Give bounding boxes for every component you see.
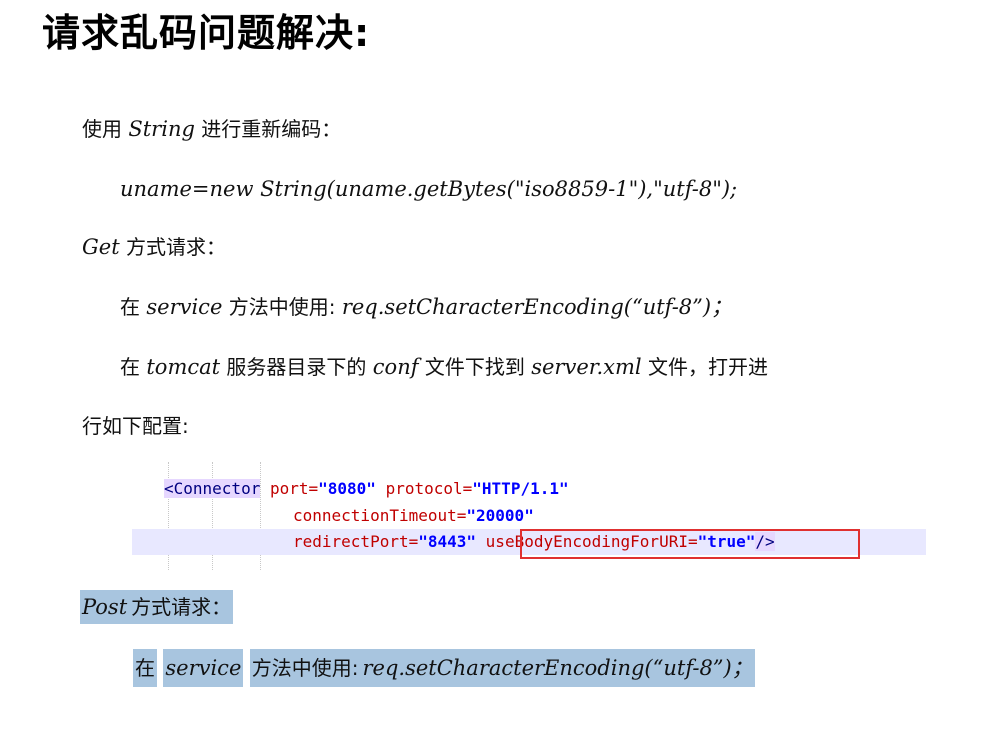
item-middle: 方法中使用:	[222, 295, 342, 319]
tomcat-keyword: tomcat	[146, 355, 221, 379]
post-request-heading: Post 方式请求：	[80, 590, 234, 624]
indent-guide	[168, 462, 169, 570]
item-prefix: 在	[120, 355, 147, 379]
page-title: 请求乱码问题解决:	[42, 11, 371, 55]
heading-suffix: 进行重新编码：	[194, 117, 342, 141]
string-keyword: String	[128, 117, 195, 141]
item-prefix: 在	[120, 295, 147, 319]
indent-guide	[212, 462, 213, 570]
string-reencode-heading: 使用 String 进行重新编码：	[82, 114, 341, 144]
use-body-encoding-value: "true"	[697, 532, 756, 551]
port-value: "8080"	[318, 479, 376, 498]
service-keyword: service	[146, 295, 223, 319]
reencode-code-line: uname=new String(uname.getBytes("iso8859…	[120, 177, 738, 201]
get-tomcat-item: 在 tomcat 服务器目录下的 conf 文件下找到 server.xml 文…	[120, 352, 768, 382]
server-xml-filename: server.xml	[531, 355, 642, 379]
connector-close-tag: />	[755, 532, 775, 551]
connector-tag: <Connector	[164, 479, 261, 498]
protocol-attr: protocol=	[385, 479, 473, 498]
server-xml-snippet: <Connector port="8080" protocol="HTTP/1.…	[132, 462, 926, 570]
get-heading-suffix: 方式请求：	[119, 235, 227, 259]
get-tomcat-item-continued: 行如下配置:	[82, 414, 189, 438]
timeout-attr: connectionTimeout=	[293, 506, 467, 525]
item-middle: 方法中使用:	[249, 649, 361, 687]
item-middle: 服务器目录下的	[220, 355, 373, 379]
get-service-item: 在 service 方法中使用: req.setCharacterEncodin…	[120, 292, 732, 322]
post-keyword: Post	[80, 590, 130, 624]
use-body-encoding-attr: useBodyEncodingForURI=	[485, 532, 698, 551]
code-row: connectionTimeout="20000"	[132, 503, 926, 529]
port-attr: port=	[269, 479, 319, 498]
heading-prefix: 使用	[82, 117, 129, 141]
item-suffix: 文件，打开进	[641, 355, 768, 379]
indent-guide	[260, 462, 261, 570]
set-encoding-call: req.setCharacterEncoding(“utf-8”)；	[341, 295, 733, 319]
item-middle: 文件下找到	[418, 355, 532, 379]
get-request-heading: Get 方式请求：	[82, 232, 226, 262]
conf-keyword: conf	[372, 355, 419, 379]
code-row: <Connector port="8080" protocol="HTTP/1.…	[132, 476, 926, 502]
item-prefix: 在	[133, 649, 157, 687]
get-keyword: Get	[82, 235, 120, 259]
redirect-port-attr: redirectPort=	[293, 532, 419, 551]
post-service-item: 在 service 方法中使用: req.setCharacterEncodin…	[133, 649, 755, 687]
highlight-box	[520, 529, 860, 559]
protocol-value: "HTTP/1.1"	[472, 479, 569, 498]
set-encoding-call: req.setCharacterEncoding(“utf-8”)；	[360, 649, 755, 687]
timeout-value: "20000"	[466, 506, 534, 525]
redirect-port-value: "8443"	[418, 532, 477, 551]
code-row-current: redirectPort="8443" useBodyEncodingForUR…	[132, 529, 926, 555]
service-keyword: service	[163, 649, 244, 687]
post-heading-suffix: 方式请求：	[129, 590, 234, 624]
